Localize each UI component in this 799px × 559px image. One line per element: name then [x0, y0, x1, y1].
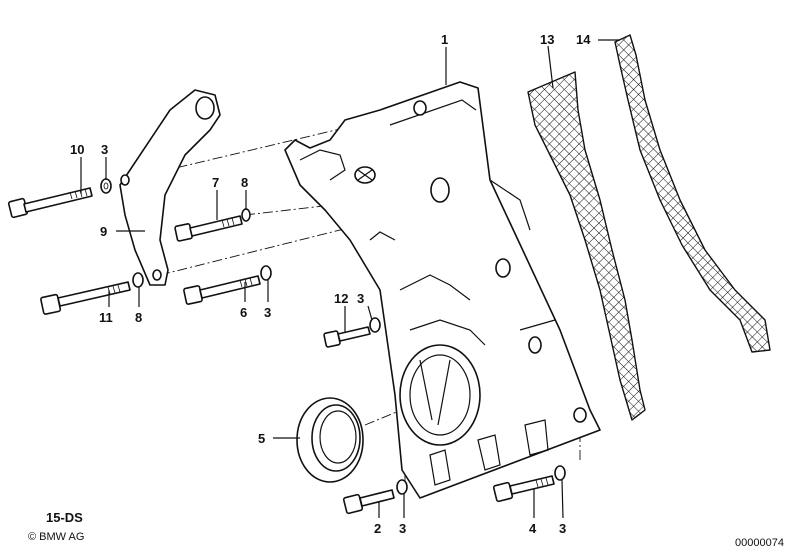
callout-11: 11 [99, 310, 113, 325]
callout-3d: 3 [399, 521, 406, 536]
washer-8-bottom [132, 272, 144, 288]
callout-8a: 8 [241, 175, 248, 190]
washer-3-mid [260, 265, 272, 281]
callout-14: 14 [576, 32, 591, 47]
bolt-10 [7, 187, 93, 219]
callout-3b: 3 [264, 305, 271, 320]
callout-10: 10 [70, 142, 84, 157]
callout-labels: 1 13 14 10 3 7 8 9 11 8 6 3 12 3 5 2 3 4… [70, 32, 591, 536]
washer-3-bottom-left [396, 479, 408, 495]
bracket [119, 89, 221, 286]
leader-lines [80, 39, 620, 519]
bolt-6 [183, 275, 261, 305]
callout-3a: 3 [101, 142, 108, 157]
washer-3-top [100, 178, 112, 194]
callout-5: 5 [258, 431, 265, 446]
bolt-2 [342, 489, 395, 515]
gasket-14 [614, 34, 771, 353]
timing-cover [284, 81, 601, 499]
callout-12: 12 [334, 291, 348, 306]
callout-13: 13 [540, 32, 554, 47]
callout-7: 7 [212, 175, 219, 190]
bolt-12 [323, 326, 371, 348]
washer-8-top [241, 208, 251, 222]
diagram-code: 15-DS [46, 510, 83, 525]
washer-3-bottom-right [554, 465, 566, 481]
gasket-13 [527, 71, 646, 421]
callout-9: 9 [100, 224, 107, 239]
shaft-seal [296, 397, 364, 483]
callout-1: 1 [441, 32, 448, 47]
footer: 15-DS © BMW AG 00000074 [28, 510, 784, 549]
bolt-7 [174, 215, 243, 242]
copyright: © BMW AG [28, 531, 84, 543]
bolt-4 [492, 475, 555, 503]
callout-6: 6 [240, 305, 247, 320]
callout-3e: 3 [559, 521, 566, 536]
bolt-11 [40, 281, 131, 315]
callout-2: 2 [374, 521, 381, 536]
callout-3c: 3 [357, 291, 364, 306]
callout-8b: 8 [135, 310, 142, 325]
callout-4: 4 [529, 521, 537, 536]
image-number: 00000074 [735, 537, 784, 549]
washer-3-small [369, 317, 381, 333]
